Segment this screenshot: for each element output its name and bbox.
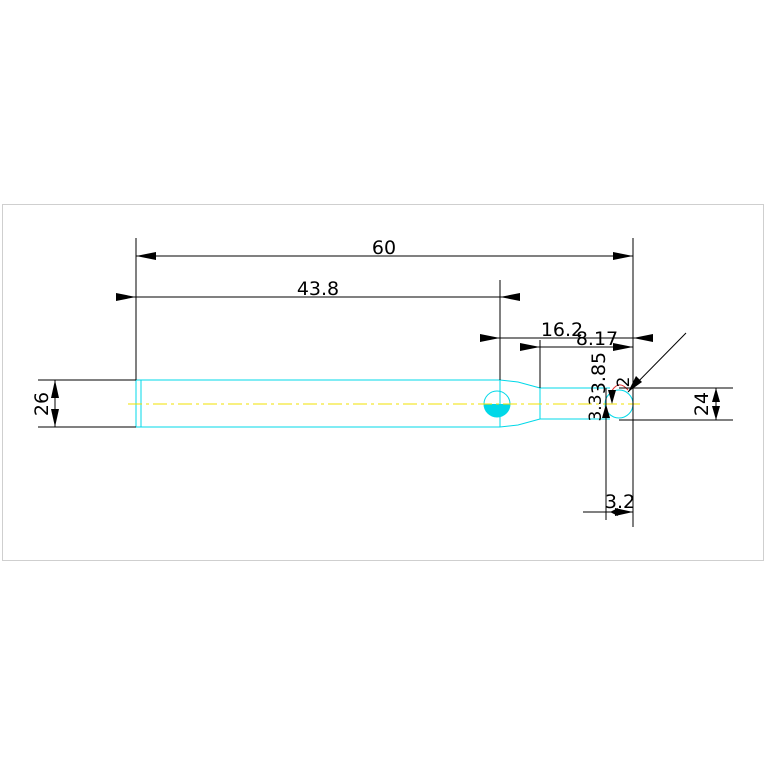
arrow-head (610, 508, 618, 516)
arrow-head (51, 409, 59, 427)
dim-ball-radius: 2 (614, 332, 687, 393)
arrow-head (628, 376, 642, 392)
dim-tip-length: 16.2 (480, 319, 653, 342)
dim-text-overall: 60 (372, 237, 396, 259)
dim-text-body: 43.8 (297, 278, 339, 300)
arrow-head (633, 334, 653, 342)
arrow-head (608, 390, 616, 404)
dim-text-tip: 16.2 (541, 319, 583, 341)
arrow-head (613, 343, 633, 351)
arrow-head (480, 334, 500, 342)
dim-tip-diameter: 3.3 (586, 394, 606, 421)
arrow-head (520, 343, 540, 351)
part-outline (135, 379, 634, 428)
dim-text-neck-dia: 3.85 (588, 352, 610, 394)
dim-ball-width: 3.2 (583, 491, 635, 516)
arrow-head (712, 406, 720, 420)
arrow-head (136, 252, 156, 260)
dim-text-radius: 2 (614, 377, 634, 388)
dim-text-neck: 8.17 (576, 328, 618, 350)
dim-neck-length: 8.17 (520, 328, 633, 388)
dim-neck-diameter: 3.85 (588, 352, 616, 520)
section-hatch (484, 404, 510, 417)
dim-shank-diameter: 26 (31, 379, 136, 428)
arrow-head (615, 508, 633, 516)
dim-text-tip-dia: 3.3 (586, 394, 606, 421)
arrow-head (613, 252, 633, 260)
taper-bottom (499, 418, 541, 428)
dim-overall-length: 60 (135, 237, 634, 527)
dim-text-shank-dia: 26 (31, 392, 53, 416)
dim-body-length: 43.8 (116, 278, 520, 380)
arrow-head (712, 388, 720, 402)
dim-text-ball-dia: 24 (691, 392, 713, 416)
taper-top (499, 379, 541, 389)
dim-text-ball-width: 3.2 (605, 491, 635, 513)
arrow-head (602, 404, 610, 418)
arrow-head (116, 293, 136, 301)
dim-ball-diameter: 24 (619, 387, 733, 421)
arrow-head (51, 380, 59, 398)
arrow-head (500, 293, 520, 301)
